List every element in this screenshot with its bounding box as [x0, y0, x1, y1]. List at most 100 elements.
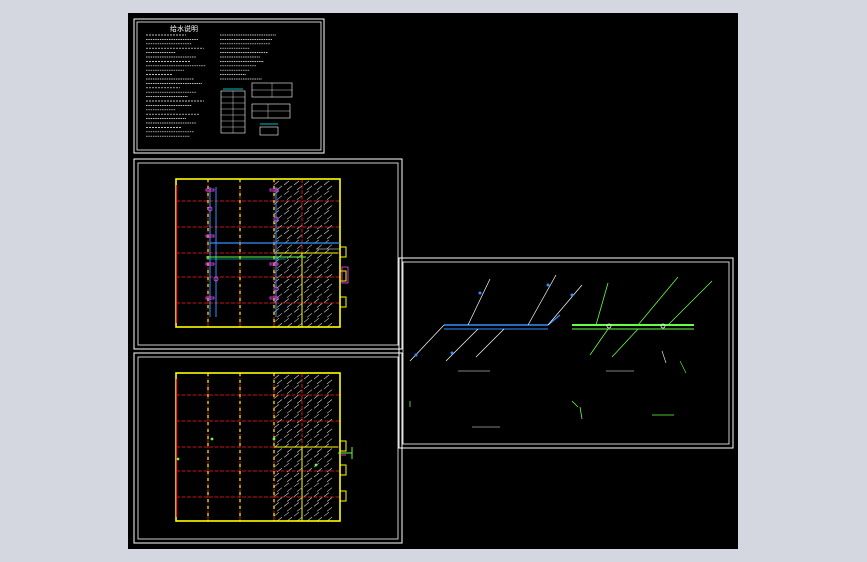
hatch-stroke — [293, 190, 300, 196]
hatch-stroke — [273, 433, 280, 439]
isometric-inner-frame — [402, 261, 730, 445]
hatch-stroke — [323, 210, 330, 215]
hatch-stroke — [283, 384, 290, 390]
hatch-stroke — [293, 259, 300, 264]
hatch-stroke — [316, 273, 323, 279]
hatch-stroke — [286, 195, 293, 200]
hatch-stroke — [313, 482, 320, 488]
hatch-stroke — [306, 507, 313, 512]
hatch-stroke — [296, 205, 303, 210]
hatch-stroke — [316, 234, 323, 240]
hatch-stroke — [286, 379, 293, 385]
hatch-stroke — [306, 244, 313, 249]
hatch-stroke — [313, 413, 320, 419]
hatch-stroke — [283, 278, 290, 284]
hatch-stroke — [303, 219, 310, 225]
hatch-stroke — [326, 467, 333, 473]
hatch-stroke — [286, 477, 293, 483]
floor-drain — [314, 463, 318, 467]
hatch-stroke — [316, 438, 323, 443]
hatch-stroke — [316, 467, 323, 473]
hatch-stroke — [276, 507, 283, 512]
hatch-stroke — [313, 423, 320, 429]
hatch-stroke — [323, 219, 330, 225]
hatch-stroke — [306, 399, 313, 404]
supply-plan-outer-frame — [133, 158, 403, 350]
hatch-stroke — [326, 254, 333, 259]
hatch-stroke — [283, 229, 290, 235]
hatch-stroke — [286, 293, 293, 298]
hatch-stroke — [293, 229, 300, 235]
hatch-stroke — [296, 313, 303, 318]
iso-drain-node — [660, 323, 666, 329]
hatch-stroke — [306, 195, 313, 200]
iso-mark — [679, 360, 687, 374]
drain-plan-outer-frame — [133, 352, 403, 544]
hatch-stroke — [296, 195, 303, 200]
hatch-stroke — [293, 404, 300, 409]
hatch-stroke — [323, 229, 330, 235]
hatch-stroke — [323, 462, 330, 468]
hatch-stroke — [316, 215, 323, 220]
hatch-stroke — [303, 374, 310, 380]
hatch-stroke — [276, 438, 283, 443]
hatch-stroke — [303, 180, 310, 186]
hatch-stroke — [326, 448, 333, 453]
hatch-stroke — [273, 317, 280, 323]
hatch-stroke — [316, 409, 323, 414]
valve-marker — [213, 276, 219, 282]
hatch-stroke — [323, 502, 330, 507]
hatch-stroke — [323, 482, 330, 488]
fixture-marker — [205, 262, 215, 266]
hatch-stroke — [283, 423, 290, 429]
supply-plan-sheet — [133, 158, 403, 350]
iso-drain-branch — [667, 280, 713, 326]
hatch-stroke — [283, 190, 290, 196]
hatch-stroke — [306, 477, 313, 483]
wall-notch — [339, 440, 347, 452]
hatch-stroke — [326, 409, 333, 414]
hatch-stroke — [326, 224, 333, 230]
hatch-stroke — [283, 259, 290, 264]
hatch-stroke — [313, 268, 320, 274]
hatch-stroke — [293, 492, 300, 497]
hatch-stroke — [283, 453, 290, 458]
iso-water-branch — [445, 328, 479, 362]
wall-notch — [339, 270, 347, 282]
hatch-stroke — [306, 273, 313, 279]
iso-water-node — [450, 351, 454, 355]
hatch-stroke — [326, 379, 333, 385]
hatch-stroke — [283, 472, 290, 478]
hatch-stroke — [316, 254, 323, 259]
hatch-stroke — [306, 215, 313, 220]
hatch-stroke — [276, 458, 283, 463]
hatch-stroke — [293, 472, 300, 478]
hatch-stroke — [273, 453, 280, 458]
hatch-stroke — [283, 404, 290, 409]
hatch-stroke — [303, 298, 310, 303]
hatch-stroke — [313, 200, 320, 205]
iso-water-node — [478, 291, 482, 295]
hatch-stroke — [313, 453, 320, 458]
hatch-stroke — [306, 379, 313, 385]
hatch-stroke — [323, 259, 330, 264]
hatch-stroke — [316, 448, 323, 453]
hatch-stroke — [306, 487, 313, 492]
hatch-stroke — [313, 404, 320, 409]
hatch-stroke — [293, 453, 300, 458]
hatch-stroke — [326, 399, 333, 404]
hatch-stroke — [323, 472, 330, 478]
hatch-stroke — [286, 313, 293, 318]
iso-drain-node — [606, 323, 612, 329]
hatch-stroke — [323, 374, 330, 380]
floor-drain — [176, 457, 180, 461]
hatch-stroke — [296, 234, 303, 240]
valve-marker — [273, 286, 279, 292]
hatch-stroke — [276, 409, 283, 414]
notes-title: 给水说明 — [170, 24, 198, 33]
hatch-stroke — [303, 462, 310, 468]
isometric-outer-frame — [398, 257, 734, 449]
hatch-stroke — [316, 487, 323, 492]
hatch-stroke — [316, 185, 323, 191]
iso-water-branch — [547, 284, 583, 326]
